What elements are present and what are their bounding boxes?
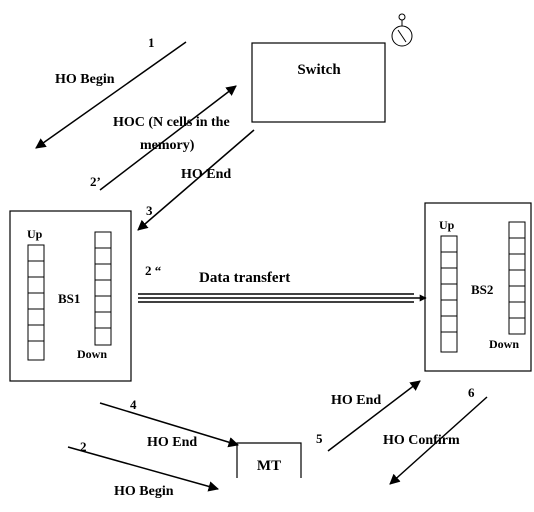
bs2-up-queue	[440, 235, 458, 353]
bs2-box	[424, 202, 532, 372]
message-2-label: HO Begin	[114, 484, 174, 499]
message-4-number: 4	[130, 397, 137, 412]
bs1-down-label: Down	[77, 347, 107, 361]
message-2-double-prime-label: Data transfert	[199, 270, 290, 286]
message-4: 4 HO End	[99, 397, 240, 450]
message-3: 3 HO End	[137, 129, 255, 231]
message-4-label: HO End	[147, 435, 197, 450]
message-6-number: 6	[468, 385, 475, 400]
mt-node: MT	[236, 442, 302, 478]
message-3-label: HO End	[181, 167, 231, 182]
mt-label: MT	[257, 458, 281, 474]
arrow-6	[389, 396, 488, 485]
arrow-2-prime	[99, 85, 237, 191]
message-5-label: HO End	[331, 393, 381, 408]
arrow-4	[99, 402, 240, 448]
bs1-node: Up BS1 Down	[9, 210, 132, 382]
message-2-double-prime-number: 2 “	[145, 263, 162, 278]
message-2-double-prime: 2 “ Data transfert	[138, 263, 427, 303]
bs2-up-label: Up	[439, 218, 455, 232]
bs1-down-queue	[94, 231, 112, 346]
message-1: 1 HO Begin	[35, 35, 187, 149]
message-1-label: HO Begin	[55, 72, 115, 87]
arrow-1	[35, 41, 187, 149]
message-2-prime-number: 2’	[90, 174, 101, 189]
message-2-prime-label-line1: HOC (N cells in the	[113, 115, 230, 130]
arrow-3	[137, 129, 255, 231]
bs2-label: BS2	[471, 282, 493, 297]
message-1-number: 1	[148, 35, 155, 50]
message-2-prime: 2’ HOC (N cells in the memory)	[90, 85, 237, 191]
message-2: 2 HO Begin	[67, 439, 220, 499]
bs1-label: BS1	[58, 291, 80, 306]
message-5-number: 5	[316, 431, 323, 446]
message-2-prime-label-line2: memory)	[140, 138, 195, 153]
bs1-up-queue	[27, 244, 45, 361]
stopwatch-icon	[391, 13, 413, 47]
bs2-down-queue	[508, 221, 526, 335]
message-6: 6 HO Confirm	[383, 385, 488, 485]
switch-node: Switch	[251, 42, 386, 123]
message-6-label: HO Confirm	[383, 433, 460, 448]
arrow-5	[327, 380, 421, 452]
message-2-number: 2	[80, 439, 87, 454]
switch-box	[251, 42, 386, 123]
bs2-node: Up BS2 Down	[424, 202, 532, 372]
message-5: 5 HO End	[316, 380, 421, 452]
mt-box	[236, 442, 302, 478]
bs2-down-label: Down	[489, 337, 519, 351]
bs1-up-label: Up	[27, 227, 43, 241]
message-3-number: 3	[146, 203, 153, 218]
arrow-2	[67, 446, 220, 492]
switch-label: Switch	[297, 62, 341, 78]
